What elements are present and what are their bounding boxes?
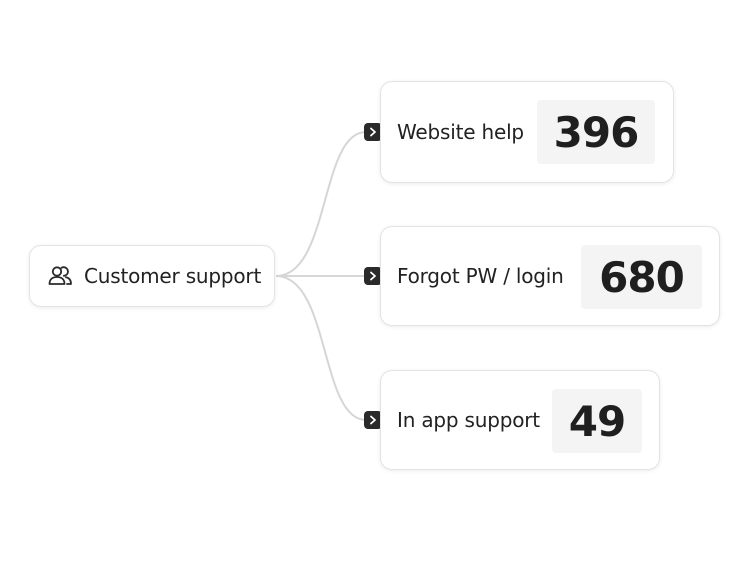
users-icon [46, 262, 74, 290]
child-node-in-app-support[interactable]: In app support 49 [380, 370, 660, 470]
count-badge: 49 [552, 389, 642, 453]
chevron-right-icon[interactable] [364, 267, 382, 285]
child-node-label: In app support [397, 408, 540, 432]
child-node-label: Forgot PW / login [397, 264, 564, 288]
child-node-website-help[interactable]: Website help 396 [380, 81, 674, 183]
root-node-label: Customer support [84, 264, 262, 288]
child-node-forgot-pw-login[interactable]: Forgot PW / login 680 [380, 226, 720, 326]
chevron-right-icon[interactable] [364, 411, 382, 429]
child-node-label: Website help [397, 120, 524, 144]
root-node-customer-support[interactable]: Customer support [29, 245, 275, 307]
chevron-right-icon[interactable] [364, 123, 382, 141]
count-badge: 396 [537, 100, 655, 164]
count-badge: 680 [581, 245, 702, 309]
connector-line-in-app-support [275, 275, 367, 421]
connector-line-website-help [275, 131, 367, 277]
